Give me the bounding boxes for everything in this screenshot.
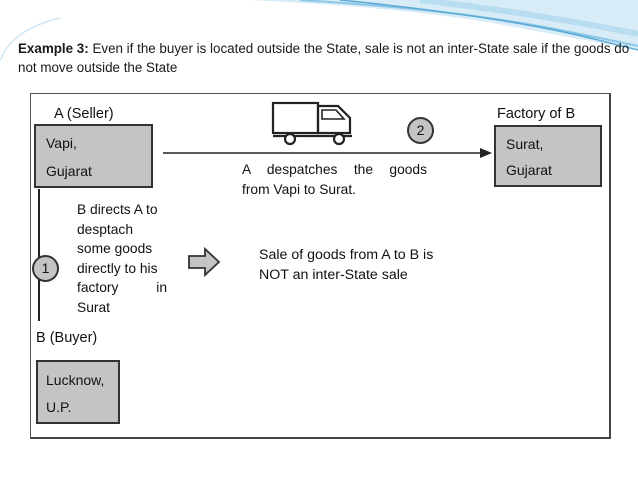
step-1-text: B directs A to desptach some goods direc… (77, 200, 167, 317)
seller-city: Vapi, (46, 135, 77, 151)
heading-text: Even if the buyer is located outside the… (18, 41, 630, 75)
seller-box: Vapi, Gujarat (34, 124, 153, 188)
seller-label: A (Seller) (54, 106, 114, 122)
truck-icon (271, 101, 352, 146)
buyer-label: B (Buyer) (36, 330, 98, 346)
step-1-line: factory in (77, 280, 167, 295)
factory-box: Surat, Gujarat (494, 125, 602, 187)
step-2-line: from Vapi to Surat. (242, 181, 356, 197)
conclusion-line: Sale of goods from A to B is (259, 247, 434, 263)
conclusion-line: NOT an inter-State sale (259, 266, 408, 283)
step-1-marker: 1 (32, 255, 59, 282)
step-2-line: A despatches the goods (242, 162, 427, 177)
factory-label: Factory of B (497, 106, 576, 122)
step-1-line: directly to his (77, 260, 158, 276)
step-1-line: Surat (77, 299, 110, 315)
buyer-state: U.P. (46, 399, 72, 415)
factory-state: Gujarat (506, 162, 552, 178)
seller-buyer-line (38, 189, 40, 321)
buyer-city: Lucknow, (46, 372, 105, 388)
despatch-arrow (163, 148, 492, 158)
right-arrow-icon (188, 246, 221, 278)
buyer-box: Lucknow, U.P. (36, 360, 120, 424)
step-1-line: B directs A to (77, 202, 158, 217)
step-1-line: desptach (77, 221, 133, 237)
step-2-text: A despatches the goods from Vapi to Sura… (242, 160, 427, 199)
step-2-marker: 2 (407, 117, 434, 144)
step-1-line: some goods (77, 241, 153, 256)
seller-state: Gujarat (46, 163, 92, 179)
conclusion-text: Sale of goods from A to B is NOT an inte… (259, 246, 479, 285)
header-decoration (0, 0, 638, 60)
factory-city: Surat, (506, 136, 544, 152)
example-heading: Example 3: Even if the buyer is located … (18, 39, 630, 77)
heading-prefix: Example 3: (18, 41, 89, 56)
